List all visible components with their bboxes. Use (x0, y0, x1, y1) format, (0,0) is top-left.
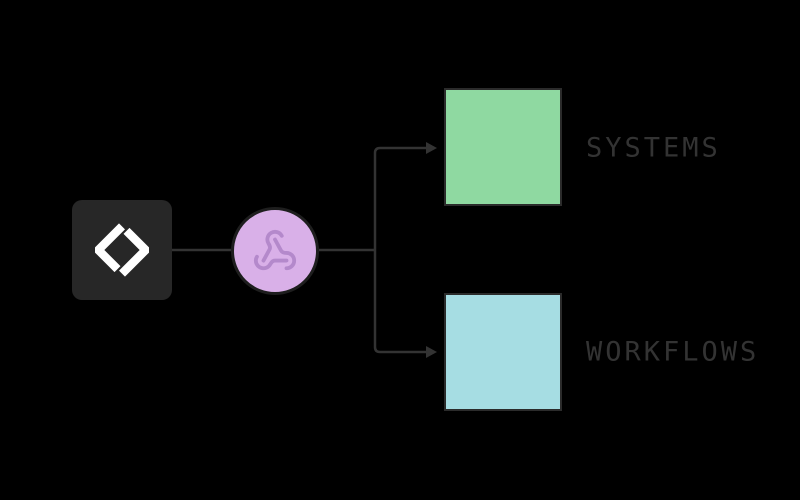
edge-hub-to-systems (373, 146, 426, 250)
systems-label: SYSTEMS (586, 132, 721, 164)
edge-hub-to-workflows (373, 250, 426, 354)
webhook-icon (252, 228, 298, 274)
arrowhead-systems-icon (426, 142, 437, 154)
systems-node (444, 88, 562, 206)
code-diamond-icon (95, 223, 149, 277)
arrowhead-workflows-icon (426, 346, 437, 358)
source-node (72, 200, 172, 300)
workflows-label: WORKFLOWS (586, 336, 760, 368)
webhook-hub-node (231, 207, 319, 295)
workflows-node (444, 293, 562, 411)
